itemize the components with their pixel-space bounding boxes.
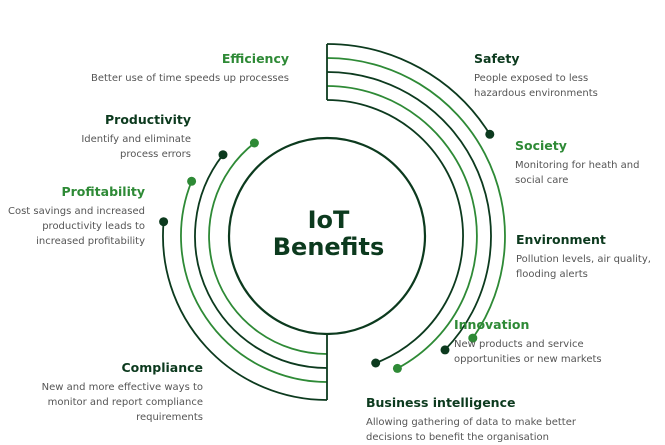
benefit-description-environment: Pollution levels, air quality, flooding … xyxy=(516,254,651,280)
benefit-profitability: Profitability Cost savings and increased… xyxy=(0,184,145,249)
dot-environment xyxy=(440,345,450,355)
benefit-society: Society Monitoring for heath and social … xyxy=(515,138,660,188)
arc-profitability xyxy=(180,180,328,383)
benefit-compliance: Compliance New and more effective ways t… xyxy=(28,360,203,425)
benefit-description-compliance: New and more effective ways to monitor a… xyxy=(41,382,203,423)
dot-innovation xyxy=(392,363,402,373)
dot-business-intelligence xyxy=(371,358,381,368)
benefit-title-innovation: Innovation xyxy=(454,317,530,332)
arc-productivity xyxy=(194,154,328,369)
dot-compliance xyxy=(159,217,169,227)
arc-business-intelligence xyxy=(326,99,464,364)
arc-compliance xyxy=(162,221,328,401)
dot-society xyxy=(468,333,478,343)
benefit-environment: Environment Pollution levels, air qualit… xyxy=(516,232,664,282)
arc-efficiency xyxy=(208,142,328,355)
benefit-description-innovation: New products and service opportunities o… xyxy=(454,339,602,365)
benefit-title-efficiency: Efficiency xyxy=(221,51,289,66)
benefit-description-business-intelligence: Allowing gathering of data to make bette… xyxy=(366,417,576,443)
benefit-title-productivity: Productivity xyxy=(105,112,191,127)
arc-environment xyxy=(326,71,492,351)
benefit-productivity: Productivity Identify and eliminate proc… xyxy=(0,112,191,162)
center-title-line-2: Benefits xyxy=(272,233,385,261)
arc-innovation xyxy=(326,85,478,370)
center-title-line-1: IoT xyxy=(307,206,350,234)
benefit-title-business-intelligence: Business intelligence xyxy=(366,395,516,410)
arc-group xyxy=(159,43,506,401)
dot-safety xyxy=(485,129,495,139)
benefit-title-safety: Safety xyxy=(474,51,520,66)
benefit-safety: Safety People exposed to less hazardous … xyxy=(474,51,624,101)
arc-society xyxy=(326,57,506,339)
benefit-description-efficiency: Better use of time speeds up processes xyxy=(90,73,289,84)
benefit-title-profitability: Profitability xyxy=(61,184,145,199)
benefit-business-intelligence: Business intelligence Allowing gathering… xyxy=(366,395,601,445)
benefit-innovation: Innovation New products and service oppo… xyxy=(454,317,624,367)
benefit-title-society: Society xyxy=(515,138,567,153)
benefit-title-compliance: Compliance xyxy=(121,360,203,375)
benefit-description-safety: People exposed to less hazardous environ… xyxy=(474,73,598,99)
benefit-description-society: Monitoring for heath and social care xyxy=(515,160,640,186)
dot-efficiency xyxy=(249,138,259,148)
dot-productivity xyxy=(218,150,228,160)
benefit-description-productivity: Identify and eliminate process errors xyxy=(81,134,191,160)
benefit-title-environment: Environment xyxy=(516,232,606,247)
arc-safety xyxy=(326,43,491,135)
dot-profitability xyxy=(187,176,197,186)
benefit-efficiency: Efficiency Better use of time speeds up … xyxy=(59,51,289,86)
benefit-description-profitability: Cost savings and increased productivity … xyxy=(7,206,145,247)
center-title: IoT Benefits xyxy=(236,207,421,261)
